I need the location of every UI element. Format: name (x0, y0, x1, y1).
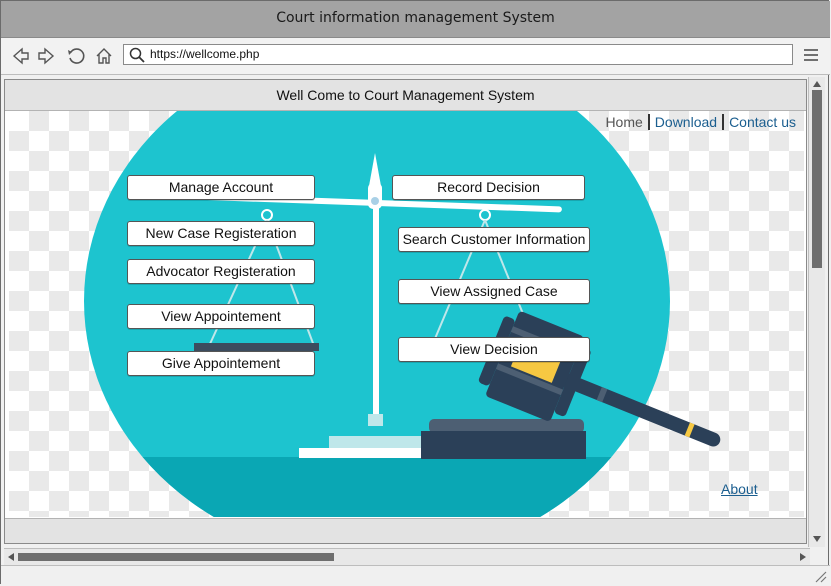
home-icon[interactable] (94, 46, 114, 66)
address-bar[interactable]: https://wellcome.php (123, 44, 793, 65)
advocator-registration-button[interactable]: Advocator Registeration (127, 259, 315, 284)
page-footer (5, 518, 806, 543)
nav-contact-us[interactable]: Contact us (729, 114, 796, 130)
give-appointment-button[interactable]: Give Appointement (127, 351, 315, 376)
title-bar: Court information management System (1, 1, 830, 38)
vertical-scrollbar[interactable] (808, 77, 825, 547)
view-assigned-case-button[interactable]: View Assigned Case (398, 279, 590, 304)
back-icon[interactable] (11, 46, 31, 66)
manage-account-button[interactable]: Manage Account (127, 175, 315, 200)
nav-home[interactable]: Home (600, 114, 650, 130)
about-link[interactable]: About (721, 481, 758, 497)
forward-icon[interactable] (36, 46, 56, 66)
window-title: Court information management System (276, 10, 555, 26)
page-header: Well Come to Court Management System (5, 80, 806, 111)
search-icon (129, 47, 145, 63)
url-text: https://wellcome.php (150, 47, 260, 61)
resize-grip-icon[interactable] (813, 569, 827, 583)
nav-download[interactable]: Download (650, 114, 725, 130)
scroll-left-icon[interactable] (5, 549, 17, 565)
menu-icon[interactable] (803, 48, 819, 62)
page-viewport: Well Come to Court Management System (4, 79, 807, 544)
status-bar (1, 565, 830, 586)
browser-toolbar: https://wellcome.php (1, 38, 830, 75)
view-appointment-button[interactable]: View Appointement (127, 304, 315, 329)
view-decision-button[interactable]: View Decision (398, 337, 590, 362)
vertical-scroll-thumb[interactable] (812, 90, 822, 268)
horizontal-scrollbar[interactable] (4, 548, 810, 565)
search-customer-information-button[interactable]: Search Customer Information (398, 227, 590, 252)
page-title: Well Come to Court Management System (276, 87, 535, 103)
scroll-up-icon[interactable] (809, 78, 825, 90)
horizontal-scroll-thumb[interactable] (18, 553, 334, 561)
scroll-right-icon[interactable] (797, 549, 809, 565)
reload-icon[interactable] (66, 46, 86, 66)
record-decision-button[interactable]: Record Decision (392, 175, 585, 200)
scroll-down-icon[interactable] (809, 533, 825, 545)
new-case-registration-button[interactable]: New Case Registeration (127, 221, 315, 246)
